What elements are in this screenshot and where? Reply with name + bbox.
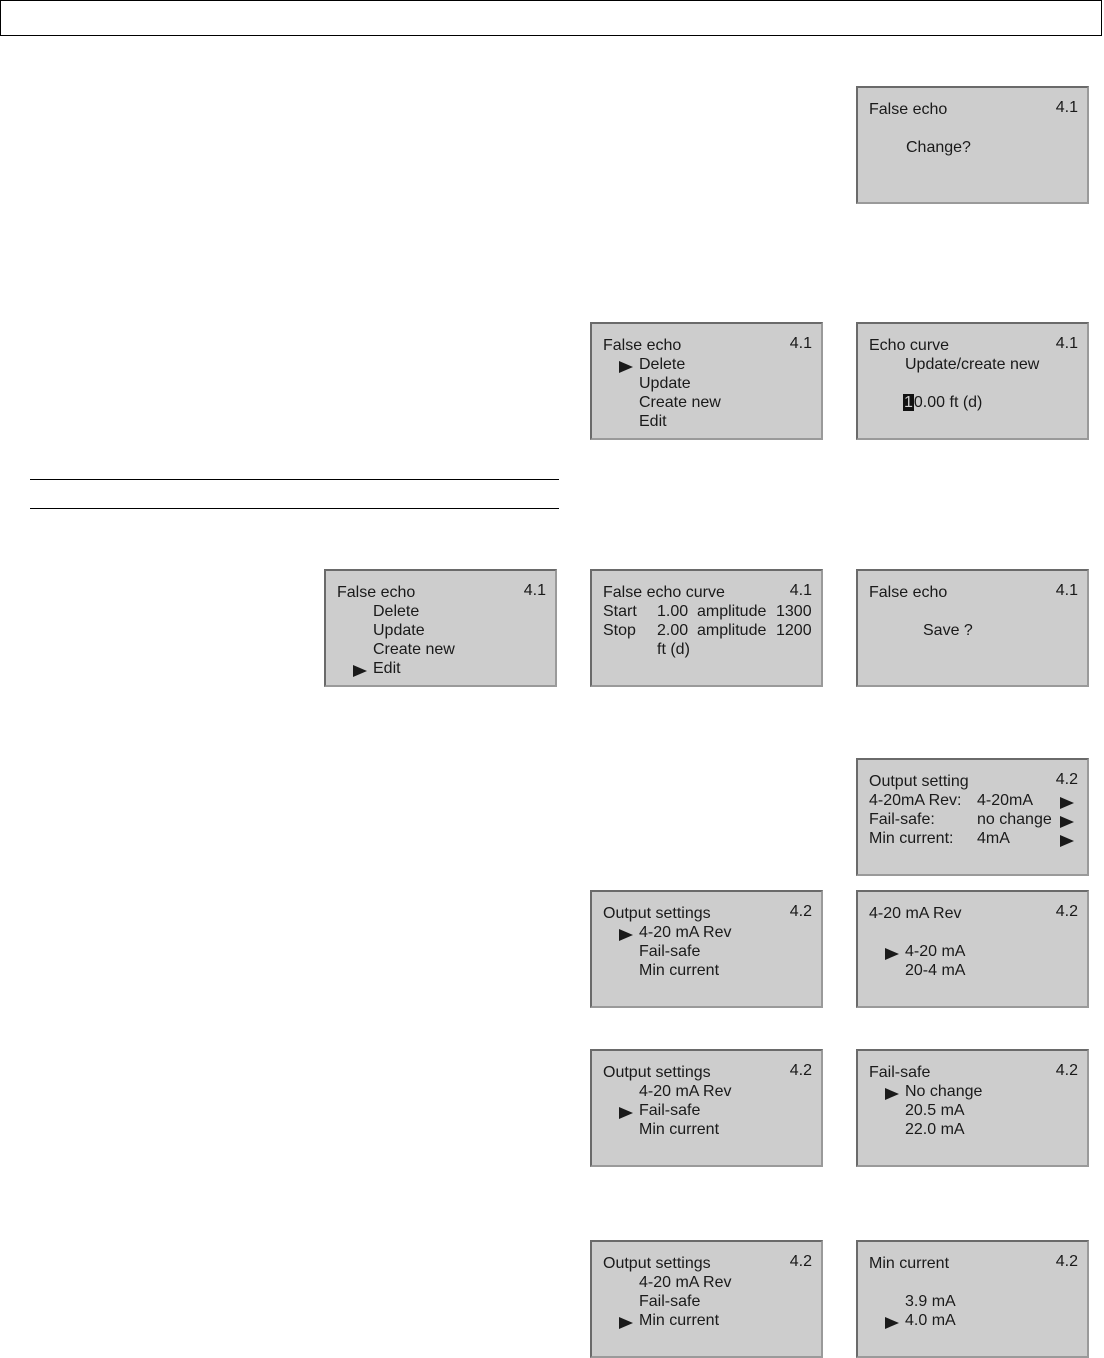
lcd-output-settings-failsafe: Output settings 4.2 4-20 mA Rev Fail-saf… [590,1049,823,1167]
lcd-title: False echo [869,584,948,601]
lcd-false-echo-change: False echo 4.1 Change? [856,86,1089,204]
rev-label: 4-20mA Rev: [869,792,962,809]
lcd-fail-safe: Fail-safe 4.2 No change 20.5 mA 22.0 mA [856,1049,1089,1167]
distance-value: 10.00 ft (d) [903,393,982,412]
stop-label: Stop [603,622,636,639]
lcd-menu-number: 4.1 [1055,335,1078,352]
page-header-box [0,0,1102,36]
menu-item-update: Update [639,375,691,392]
menu-item-min-current: Min current [639,962,720,979]
lcd-menu-number: 4.2 [1055,1062,1078,1079]
selection-arrow-icon [619,359,633,378]
lcd-title: Output settings [603,1255,711,1272]
min-current-value: 4mA [977,830,1010,847]
lcd-menu-number: 4.2 [789,1253,812,1270]
menu-item-4-20-rev: 4-20 mA Rev [639,1274,732,1291]
lcd-subtitle: Update/create new [905,356,1040,373]
menu-item-update: Update [373,622,425,639]
menu-item-delete: Delete [639,356,686,373]
lcd-output-settings-rev: Output settings 4.2 4-20 mA Rev Fail-saf… [590,890,823,1008]
unit-label: ft (d) [657,641,690,658]
selection-arrow-icon [619,927,633,946]
lcd-title: False echo [869,101,948,118]
option-20-4-ma: 20-4 mA [905,962,966,979]
start-amplitude-label: amplitude [697,603,767,620]
menu-item-create-new: Create new [373,641,455,658]
menu-item-min-current: Min current [639,1312,720,1329]
lcd-title: Fail-safe [869,1064,931,1081]
failsafe-arrow-icon [1060,814,1074,833]
selection-arrow-icon [619,1105,633,1124]
menu-item-edit: Edit [639,413,667,430]
lcd-title: Echo curve [869,337,950,354]
menu-item-fail-safe: Fail-safe [639,1102,701,1119]
lcd-output-setting-overview: Output setting 4.2 4-20mA Rev: 4-20mA Fa… [856,758,1089,876]
stop-amplitude-label: amplitude [697,622,767,639]
min-current-label: Min current: [869,830,954,847]
lcd-title: False echo [603,337,682,354]
lcd-4-20-rev: 4-20 mA Rev 4.2 4-20 mA 20-4 mA [856,890,1089,1008]
lcd-echo-curve: Echo curve 4.1 Update/create new 10.00 f… [856,322,1089,440]
option-4-20-ma: 4-20 mA [905,943,966,960]
lcd-title: Output setting [869,773,969,790]
start-label: Start [603,603,637,620]
min-current-arrow-icon [1060,833,1074,852]
lcd-title: False echo [337,584,416,601]
lcd-min-current: Min current 4.2 3.9 mA 4.0 mA [856,1240,1089,1358]
failsafe-value: no change [977,811,1052,828]
lcd-false-echo-menu-delete: False echo 4.1 Delete Update Create new … [590,322,823,440]
failsafe-label: Fail-safe: [869,811,935,828]
option-no-change: No change [905,1083,983,1100]
start-amplitude-value: 1300 [776,603,812,620]
menu-item-fail-safe: Fail-safe [639,943,701,960]
lcd-menu-number: 4.1 [1055,99,1078,116]
lcd-menu-number: 4.1 [789,335,812,352]
menu-item-4-20-rev: 4-20 mA Rev [639,1083,732,1100]
stop-position: 2.00 [657,622,689,639]
option-20-5-ma: 20.5 mA [905,1102,965,1119]
selection-arrow-icon [885,1086,899,1105]
option-4-0-ma: 4.0 mA [905,1312,956,1329]
lcd-title: Min current [869,1255,950,1272]
lcd-title: Output settings [603,905,711,922]
lcd-false-echo-curve: False echo curve 4.1 Start 1.00 amplitud… [590,569,823,687]
menu-item-create-new: Create new [639,394,721,411]
selection-arrow-icon [885,946,899,965]
selection-arrow-icon [619,1315,633,1334]
lcd-menu-number: 4.2 [789,1062,812,1079]
start-position: 1.00 [657,603,689,620]
lcd-false-echo-menu-edit: False echo 4.1 Delete Update Create new … [324,569,557,687]
lcd-false-echo-save: False echo 4.1 Save ? [856,569,1089,687]
selection-arrow-icon [353,663,367,682]
option-3-9-ma: 3.9 mA [905,1293,956,1310]
option-22-0-ma: 22.0 mA [905,1121,965,1138]
lcd-menu-number: 4.1 [523,582,546,599]
menu-item-4-20-rev: 4-20 mA Rev [639,924,732,941]
lcd-menu-number: 4.2 [1055,1253,1078,1270]
menu-item-fail-safe: Fail-safe [639,1293,701,1310]
distance-value-rest: 0.00 ft (d) [913,394,983,411]
selection-arrow-icon [885,1315,899,1334]
lcd-menu-number: 4.1 [789,582,812,599]
lcd-title: Output settings [603,1064,711,1081]
menu-item-delete: Delete [373,603,420,620]
lcd-output-settings-min-current: Output settings 4.2 4-20 mA Rev Fail-saf… [590,1240,823,1358]
menu-item-min-current: Min current [639,1121,720,1138]
rev-arrow-icon [1060,795,1074,814]
section-rule-top [30,479,559,480]
lcd-prompt: Save ? [923,622,973,639]
edit-cursor: 1 [903,394,914,411]
menu-item-edit: Edit [373,660,401,677]
lcd-title: 4-20 mA Rev [869,905,962,922]
lcd-menu-number: 4.1 [1055,582,1078,599]
lcd-menu-number: 4.2 [1055,771,1078,788]
stop-amplitude-value: 1200 [776,622,812,639]
lcd-menu-number: 4.2 [789,903,812,920]
section-rule-bottom [30,508,559,509]
lcd-title: False echo curve [603,584,725,601]
rev-value: 4-20mA [977,792,1034,809]
lcd-prompt: Change? [906,139,971,156]
lcd-menu-number: 4.2 [1055,903,1078,920]
